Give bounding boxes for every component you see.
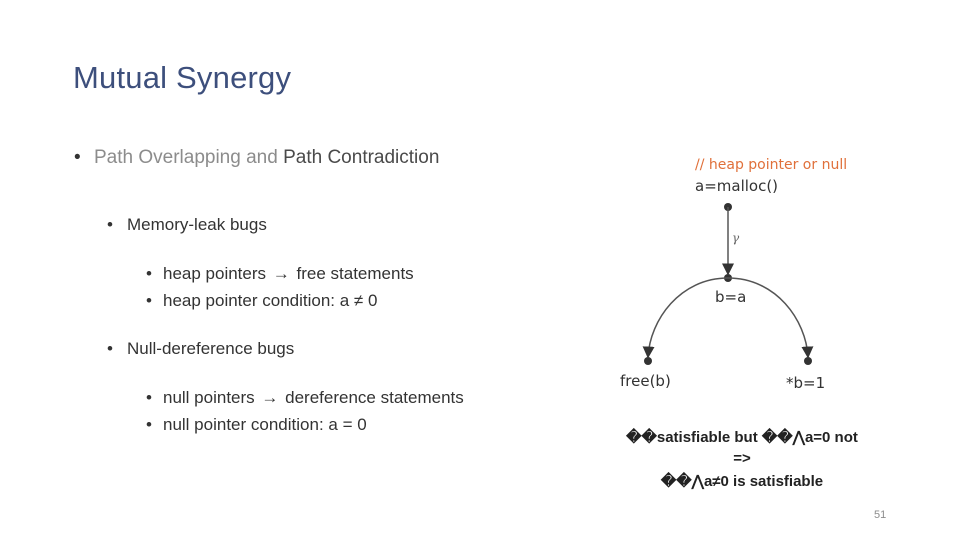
- edge-mid-to-deref: [727, 277, 814, 359]
- bullet-null-condition: • null pointer condition: a = 0: [146, 415, 367, 435]
- node-free: [644, 357, 652, 365]
- bullet-dot: •: [107, 215, 113, 234]
- bullet-null-deref: • Null-dereference bugs: [107, 339, 294, 359]
- bullet-dot: •: [146, 264, 152, 283]
- dereference-statements-text: dereference statements: [285, 388, 464, 407]
- bullet-dot: •: [107, 339, 113, 358]
- bullet-heap-condition: • heap pointer condition: a ≠ 0: [146, 291, 377, 311]
- right-arrow-icon: →: [272, 264, 290, 283]
- bullet-dot: •: [146, 415, 152, 434]
- gamma-label: γ: [732, 231, 740, 245]
- edge-mid-to-free: [642, 277, 729, 359]
- heap-pointers-text: heap pointers: [163, 264, 267, 283]
- malloc-statement: a=malloc(): [695, 177, 778, 195]
- caption-line-1: ��satisfiable but ��⋀a=0 not: [626, 429, 858, 446]
- assign-statement: b=a: [715, 288, 746, 306]
- and-text: and: [246, 147, 278, 168]
- bullet-memory-leak: • Memory-leak bugs: [107, 215, 267, 235]
- bullet-heap-pointers: • heap pointers → free statements: [146, 264, 414, 284]
- heap-condition-text: heap pointer condition: a ≠ 0: [163, 291, 378, 310]
- program-path-diagram: // heap pointer or null a=malloc() γ b=a…: [620, 157, 847, 392]
- right-arrow-icon: →: [261, 388, 279, 407]
- heap-pointer-comment: // heap pointer or null: [695, 157, 847, 173]
- caption-line-3: ��⋀a≠0 is satisfiable: [660, 473, 824, 490]
- deref-statement: *b=1: [786, 374, 825, 392]
- null-pointers-text: null pointers: [163, 388, 255, 407]
- bullet-dot: •: [146, 291, 152, 310]
- bullet-dot: •: [146, 388, 152, 407]
- slide-title: Mutual Synergy: [73, 60, 292, 95]
- free-statement: free(b): [620, 372, 671, 390]
- caption-line-2: =>: [733, 450, 751, 467]
- bullet-dot: •: [74, 147, 81, 168]
- null-deref-label: Null-dereference bugs: [127, 339, 295, 358]
- page-number: 51: [874, 509, 887, 521]
- path-overlapping-text: Path Overlapping: [94, 147, 241, 168]
- memory-leak-label: Memory-leak bugs: [127, 215, 267, 234]
- bullet-main: • Path Overlapping and Path Contradiction: [74, 147, 439, 169]
- free-statements-text: free statements: [296, 264, 414, 283]
- null-condition-text: null pointer condition: a = 0: [163, 415, 367, 434]
- node-deref: [804, 357, 812, 365]
- path-contradiction-text: Path Contradiction: [283, 147, 440, 168]
- bullet-null-pointers: • null pointers → dereference statements: [146, 388, 464, 408]
